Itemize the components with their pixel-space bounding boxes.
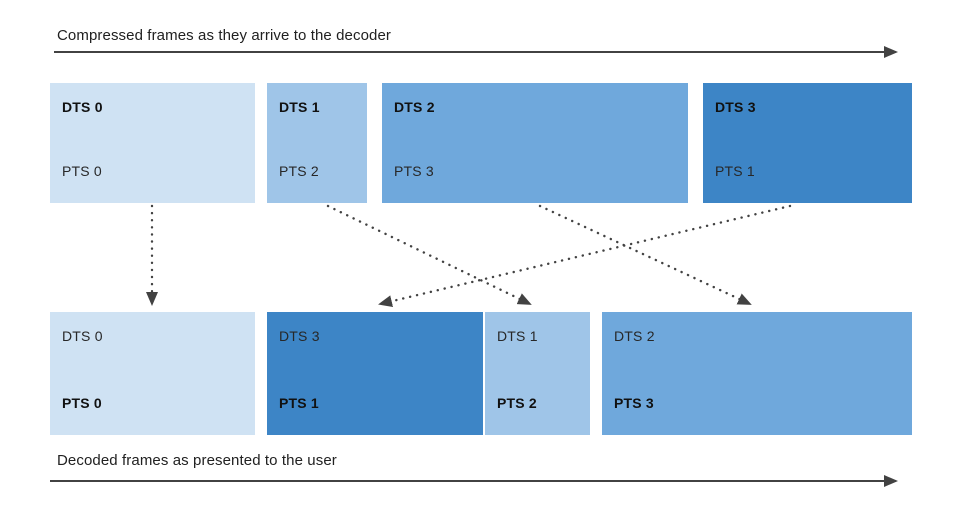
reorder-arrow	[326, 204, 532, 306]
frame-pts-label: PTS 2	[497, 395, 537, 411]
frame-box: DTS 2 PTS 3	[602, 312, 912, 435]
frame-box: DTS 3 PTS 1	[267, 312, 483, 435]
frame-dts-label: DTS 3	[279, 328, 320, 344]
frame-pts-label: PTS 2	[279, 163, 319, 179]
frame-pts-label: PTS 0	[62, 395, 102, 411]
frame-dts-label: DTS 0	[62, 99, 103, 115]
frame-box: DTS 0 PTS 0	[50, 312, 255, 435]
reorder-arrow	[378, 204, 792, 308]
decoded-frames-row: DTS 0 PTS 0 DTS 3 PTS 1 DTS 1 PTS 2 DTS 2 PTS 3	[0, 312, 963, 435]
frame-box: DTS 1 PTS 2	[267, 83, 367, 203]
frame-pts-label: PTS 1	[279, 395, 319, 411]
frame-box: DTS 2 PTS 3	[382, 83, 688, 203]
decoded-frames-heading: Decoded frames as presented to the user	[57, 452, 337, 469]
reorder-arrows	[146, 204, 792, 308]
compressed-frames-heading: Compressed frames as they arrive to the …	[57, 27, 392, 44]
frame-box: DTS 0 PTS 0	[50, 83, 255, 203]
frame-dts-label: DTS 0	[62, 328, 103, 344]
frame-dts-label: DTS 1	[497, 328, 538, 344]
frame-pts-label: PTS 1	[715, 163, 755, 179]
frame-dts-label: DTS 2	[394, 99, 435, 115]
frame-box: DTS 1 PTS 2	[485, 312, 590, 435]
frame-pts-label: PTS 3	[394, 163, 434, 179]
frame-box: DTS 3 PTS 1	[703, 83, 912, 203]
reorder-arrow	[538, 204, 752, 306]
compressed-frames-row: DTS 0 PTS 0 DTS 1 PTS 2 DTS 2 PTS 3 DTS 3 PTS 1	[0, 83, 963, 203]
frame-dts-label: DTS 1	[279, 99, 320, 115]
frame-pts-label: PTS 3	[614, 395, 654, 411]
frame-pts-label: PTS 0	[62, 163, 102, 179]
frame-dts-label: DTS 2	[614, 328, 655, 344]
frame-dts-label: DTS 3	[715, 99, 756, 115]
